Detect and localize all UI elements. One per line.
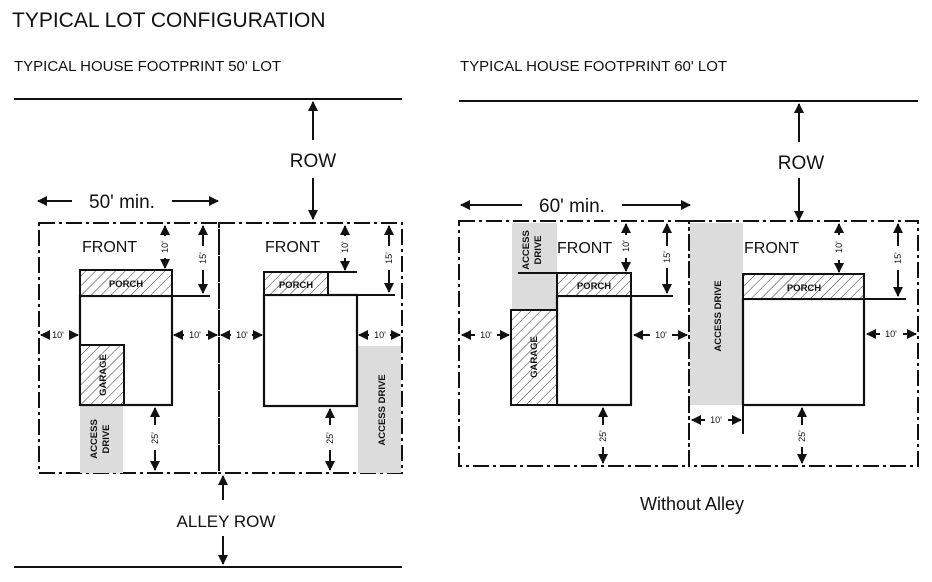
- dim-side-right: 10': [885, 329, 897, 339]
- house-footprint: [555, 294, 633, 407]
- dim-front-setback: 15': [384, 252, 394, 264]
- panel-50-lot: TYPICAL HOUSE FOOTPRINT 50' LOT ROW 50' …: [14, 58, 403, 568]
- panel-subtitle: TYPICAL HOUSE FOOTPRINT 60' LOT: [460, 58, 727, 75]
- front-label: FRONT: [82, 239, 137, 256]
- dim-front-house: 10': [834, 241, 844, 253]
- dim-side-right: 10': [374, 330, 386, 340]
- access-drive: [512, 223, 557, 310]
- access-drive-label-2: DRIVE: [533, 235, 544, 264]
- dim-front-house: 10': [160, 241, 170, 253]
- access-drive: [358, 346, 401, 473]
- access-drive: [80, 405, 123, 473]
- caption-without-alley: Without Alley: [640, 494, 744, 514]
- house-footprint: [262, 293, 359, 408]
- dim-rear: 25': [598, 430, 608, 442]
- lot-a: ACCESS DRIVE PORCH GARAGE FRONT 10' 15' …: [40, 225, 218, 473]
- diagram-title: TYPICAL LOT CONFIGURATION: [12, 9, 325, 32]
- dim-front-house: 10': [621, 240, 631, 252]
- porch-label: PORCH: [577, 281, 611, 292]
- garage: [510, 309, 558, 406]
- dim-front-setback: 15': [198, 252, 208, 264]
- lot-boundary-right: [218, 222, 403, 474]
- row-label: ROW: [778, 153, 825, 174]
- lot-boundary-right: [688, 220, 919, 467]
- panel-60-lot: TYPICAL HOUSE FOOTPRINT 60' LOT ROW 60' …: [458, 58, 919, 514]
- panel-subtitle: TYPICAL HOUSE FOOTPRINT 50' LOT: [14, 58, 281, 75]
- dim-rear: 25': [797, 430, 807, 442]
- lot-c: ACCESS DRIVE PORCH GARAGE FRONT 10' 15' …: [461, 223, 688, 464]
- access-drive-label-2: DRIVE: [101, 424, 112, 453]
- porch-label: PORCH: [279, 280, 313, 291]
- access-drive-label: ACCESS DRIVE: [713, 280, 724, 351]
- dim-side-left: 10': [236, 330, 248, 340]
- porch: [742, 273, 865, 300]
- dim-side-left: 10': [52, 330, 64, 340]
- dim-side-left: 10': [480, 330, 492, 340]
- dim-side-right: 10': [655, 330, 667, 340]
- dim-rear: 25': [325, 432, 335, 444]
- width-label: 50' min.: [89, 192, 155, 213]
- porch: [79, 269, 173, 297]
- front-label: FRONT: [744, 240, 799, 257]
- porch: [556, 272, 632, 297]
- porch: [263, 271, 329, 296]
- access-drive-label: ACCESS DRIVE: [377, 374, 388, 445]
- lot-d: ACCESS DRIVE PORCH FRONT 10' 15' 10' 10'…: [690, 223, 917, 464]
- row-label: ROW: [290, 151, 337, 172]
- dim-front-setback: 15': [662, 251, 672, 263]
- garage-label: GARAGE: [529, 336, 540, 378]
- dim-front-house: 10': [340, 241, 350, 253]
- width-label: 60' min.: [539, 196, 605, 217]
- front-label: FRONT: [265, 239, 320, 256]
- alley-row-label: ALLEY ROW: [177, 512, 276, 531]
- house-footprint: [741, 297, 866, 407]
- dim-drive-width: 10': [710, 415, 722, 425]
- porch-label: PORCH: [787, 283, 821, 294]
- dim-front-setback: 15': [893, 252, 903, 264]
- garage: [79, 344, 125, 406]
- porch-label: PORCH: [109, 279, 143, 290]
- access-drive-label-1: ACCESS: [521, 230, 532, 270]
- lot-b: ACCESS DRIVE PORCH FRONT 10' 15' 10' 10'…: [220, 225, 401, 473]
- front-label: FRONT: [557, 240, 612, 257]
- access-drive: [690, 223, 743, 405]
- dim-side-right: 10': [189, 330, 201, 340]
- access-drive-label-1: ACCESS: [89, 419, 100, 459]
- garage-label: GARAGE: [98, 354, 109, 396]
- dim-rear: 25': [150, 432, 160, 444]
